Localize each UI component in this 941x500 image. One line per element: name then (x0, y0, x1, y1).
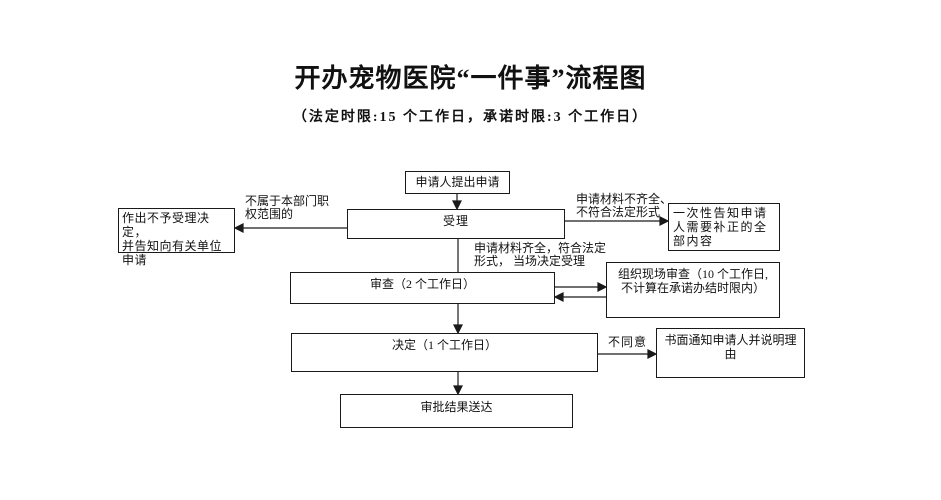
node-notify-correction: 一次性告知申请 人需要补正的全 部内容 (668, 203, 780, 251)
arrowhead-onsite-review (553, 292, 564, 302)
arrowhead-review-decision (453, 324, 463, 335)
node-decision: 决定（1 个工作日） (291, 333, 598, 372)
node-written-notice: 书面通知申请人并说明理 由 (656, 328, 805, 378)
edge-label-materials-complete: 申请材料齐全，符合法定 形式， 当场决定受理 (474, 241, 607, 268)
node-delivery: 审批结果送达 (340, 394, 573, 428)
edge-label-disagree: 不同意 (608, 335, 648, 349)
arrowhead-accept-reject (233, 223, 244, 233)
page-title: 开办宠物医院“一件事”流程图 (294, 64, 647, 93)
edge-label-materials-incomplete: 申请材料不齐全、 不符合法定形式 (576, 192, 673, 219)
node-reject: 作出不予受理决定， 并告知向有关单位 申请 (118, 208, 235, 267)
node-onsite-review: 组织现场审查（10 个工作日, 不计算在承诺办结时限内） (606, 262, 780, 318)
page-subtitle: （法定时限:15 个工作日，承诺时限:3 个工作日） (292, 110, 649, 125)
arrowhead-decision-delivery (453, 385, 463, 396)
node-review: 审查（2 个工作日） (290, 272, 555, 304)
arrowhead-apply-accept (452, 200, 462, 211)
edge-label-out-of-scope: 不属于本部门职 权范围的 (245, 194, 330, 221)
arrowhead-review-onsite (597, 282, 608, 292)
node-apply: 申请人提出申请 (405, 171, 510, 194)
arrowhead-decision-notice (647, 349, 658, 359)
node-accept: 受理 (347, 209, 565, 239)
